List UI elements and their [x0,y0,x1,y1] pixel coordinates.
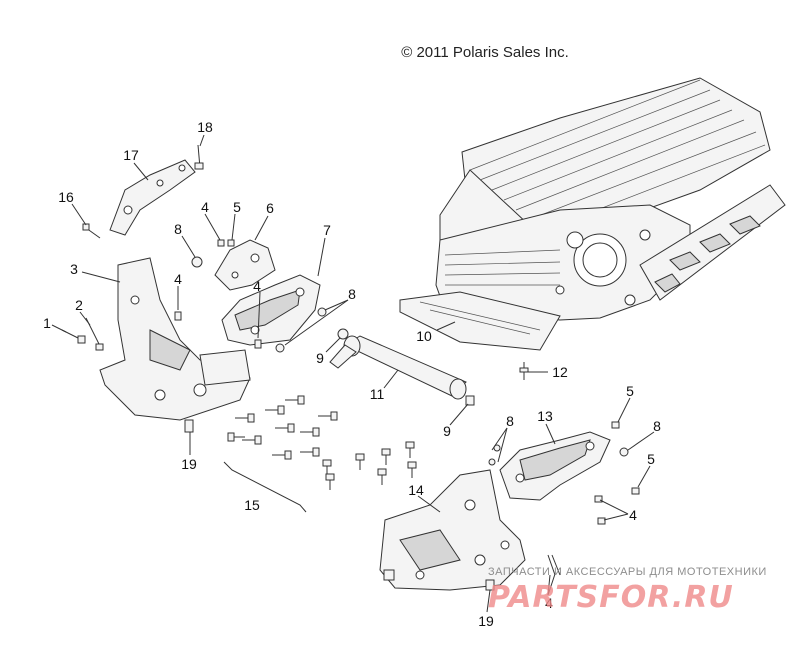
callout-3: 3 [70,261,78,277]
bolt-16 [82,223,101,239]
fasteners-4-5 [174,239,235,321]
tunnel-assembly [399,77,786,351]
callout-8c: 8 [506,413,514,429]
bolt-set-15 [223,395,417,513]
callout-6: 6 [266,200,274,216]
callout-15: 15 [244,497,260,513]
callout-16: 16 [58,189,74,205]
callout-4a: 4 [201,199,209,215]
watermark-logo: PARTSFOR.RU [488,580,734,615]
callout-7: 7 [323,222,331,238]
callout-1: 1 [43,315,51,331]
bolt-19-left [184,419,194,433]
callout-18: 18 [197,119,213,135]
tunnel-heat-exchanger [639,184,786,301]
callout-11: 11 [369,386,385,402]
callout-4e: 4 [545,595,553,611]
callout-19a: 19 [181,456,197,472]
bolt-12 [519,362,529,380]
bolt-18 [194,144,204,170]
callout-13: 13 [537,408,553,424]
callout-5c: 5 [647,451,655,467]
left-mount-bracket [221,274,327,353]
callout-10: 10 [416,328,432,344]
watermark-tagline: ЗАПЧАСТИ И АКСЕССУАРЫ ДЛЯ МОТОТЕХНИКИ [488,566,767,578]
callout-19b: 19 [478,613,494,629]
right-mount-bracket [488,421,640,525]
copyright-notice: © 2011 Polaris Sales Inc. [401,44,569,61]
callout-14: 14 [408,482,424,498]
left-bulkhead [99,257,251,421]
right-bulkhead [379,469,561,591]
callout-4d: 4 [629,507,637,523]
callout-9a: 9 [316,350,324,366]
callout-5a: 5 [233,199,241,215]
callout-9b: 9 [443,423,451,439]
callout-2: 2 [75,297,83,313]
callout-12: 12 [552,364,568,380]
callout-17: 17 [123,147,139,163]
leader-lines [51,134,655,613]
callout-8d: 8 [653,418,661,434]
upper-brace [109,159,196,236]
callout-5b: 5 [626,383,634,399]
bracket-6 [214,239,276,291]
callout-4c: 4 [253,278,261,294]
cross-tube [329,328,475,406]
callout-8b: 8 [348,286,356,302]
callout-8a: 8 [174,221,182,237]
callout-4b: 4 [174,271,182,287]
